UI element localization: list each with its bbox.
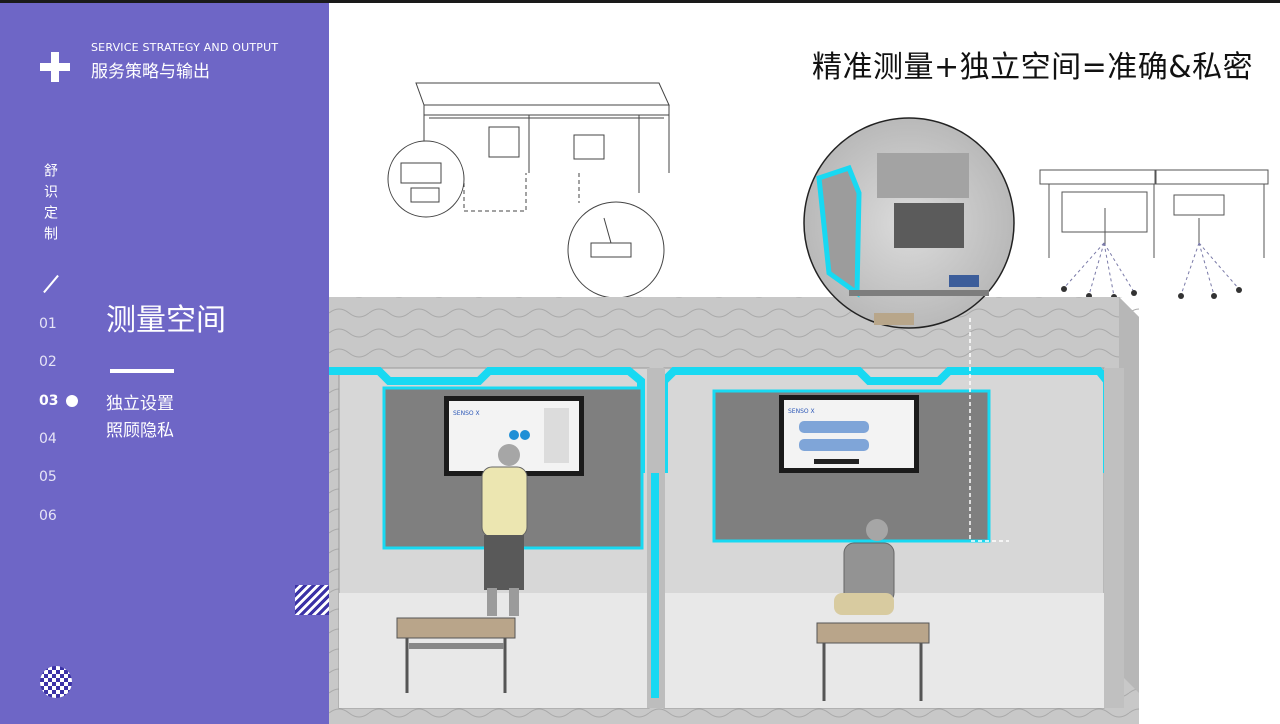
plus-icon xyxy=(40,52,70,82)
magnifier-detail xyxy=(803,117,1015,329)
screen-logo-left: SENSO X xyxy=(453,410,480,417)
top-border xyxy=(0,0,1280,3)
sidebar: SERVICE STRATEGY AND OUTPUT 服务策略与输出 舒识定制… xyxy=(0,3,329,724)
section-desc-line2: 照顾隐私 xyxy=(106,421,174,441)
person-sitting xyxy=(834,519,895,615)
top-sketch xyxy=(387,82,670,299)
brand-title-cn: 服务策略与输出 xyxy=(91,62,210,82)
person-standing xyxy=(481,444,528,616)
vertical-label: 舒识定制 xyxy=(42,163,58,247)
nav-item-01[interactable]: 01 xyxy=(39,316,57,332)
section-rule xyxy=(110,369,174,373)
page-headline: 精准测量+独立空间=准确&私密 xyxy=(812,50,1254,85)
screen-logo-right: SENSO X xyxy=(788,408,815,415)
section-desc-line1: 独立设置 xyxy=(106,394,174,414)
brand-title-en: SERVICE STRATEGY AND OUTPUT xyxy=(91,41,279,54)
slash-divider xyxy=(43,274,59,294)
section-title: 测量空间 xyxy=(106,303,226,338)
active-dot-icon xyxy=(66,395,78,407)
nav-item-03[interactable]: 03 xyxy=(39,393,59,409)
nav-item-02[interactable]: 02 xyxy=(39,354,57,370)
right-sketch xyxy=(1039,169,1269,300)
bench-left xyxy=(396,617,516,693)
nav-item-04[interactable]: 04 xyxy=(39,431,57,447)
booth-structure: SENSO X SENSO X xyxy=(329,297,1139,724)
bench-right xyxy=(816,622,930,701)
nav-item-06[interactable]: 06 xyxy=(39,508,57,524)
nav-item-05[interactable]: 05 xyxy=(39,469,57,485)
dashed-connector xyxy=(969,318,1009,542)
booth-illustration: SENSO X SENSO X xyxy=(329,82,1269,724)
checker-pattern-icon xyxy=(40,666,72,698)
